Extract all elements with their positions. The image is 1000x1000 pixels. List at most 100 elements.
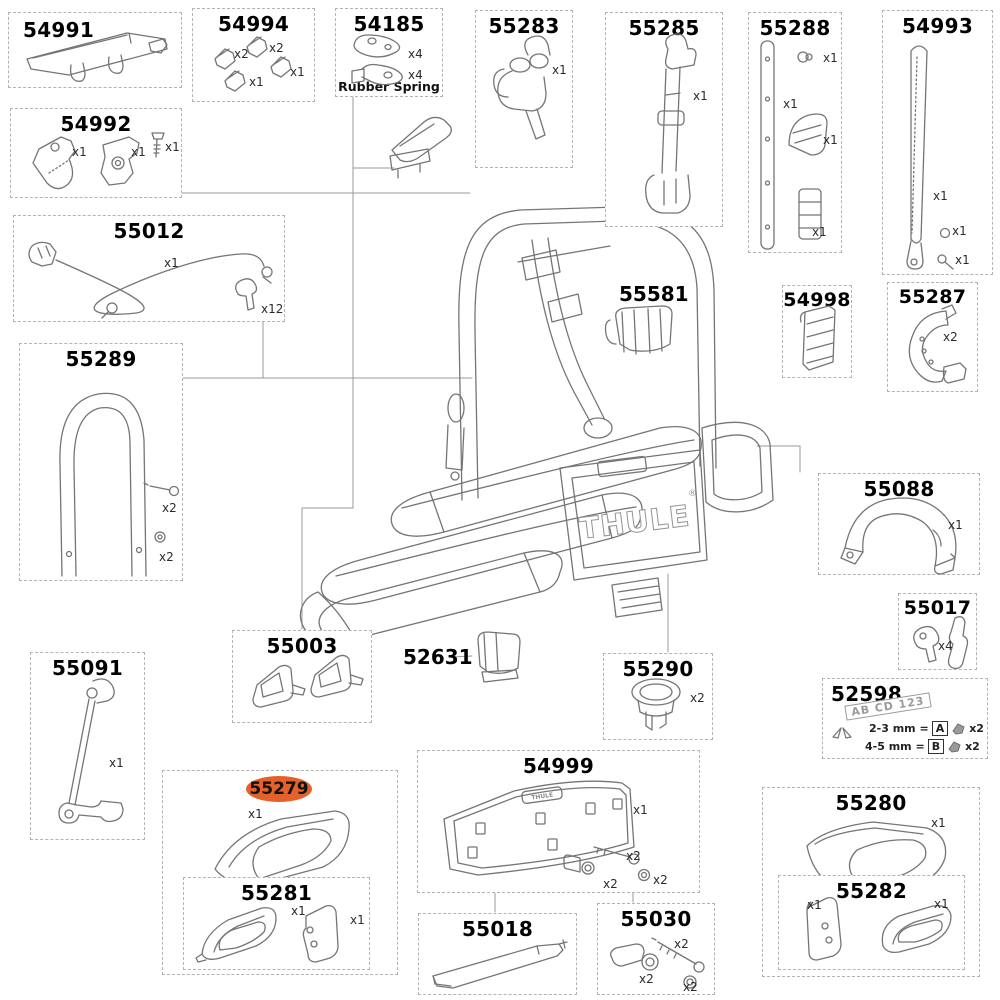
part-box-55012: 55012 x1 x12 <box>13 215 285 322</box>
part-number-55289[interactable]: 55289 <box>65 347 137 371</box>
wedge-icon <box>948 741 961 753</box>
qty-label: x1 <box>807 898 822 912</box>
qty-label: x2 <box>626 849 641 863</box>
part-box-55088: 55088 x1 <box>818 473 980 575</box>
part-drawing-54999: THULE <box>443 780 651 882</box>
part-drawing-55018 <box>432 939 568 989</box>
part-number-55285[interactable]: 55285 <box>628 16 700 40</box>
part-number-54998[interactable]: 54998 <box>783 289 851 311</box>
part-drawing-54998 <box>799 305 836 371</box>
part-box-54991: 54991 <box>8 12 182 88</box>
qty-label: x1 <box>934 897 949 911</box>
part-drawing-55088 <box>840 497 957 575</box>
part-drawing-55030 <box>610 937 705 989</box>
part-number-54185[interactable]: 54185 <box>353 12 425 36</box>
part-box-54994: 54994 x2 x2 x1 x1 <box>192 8 315 102</box>
part-drawing-55017 <box>913 616 969 670</box>
part-drawing-54994 <box>214 36 292 92</box>
part-number-55581[interactable]: 55581 <box>619 282 689 306</box>
part-number-55283[interactable]: 55283 <box>488 14 560 38</box>
qty-label: x1 <box>955 253 970 267</box>
part-number-55088[interactable]: 55088 <box>863 477 935 501</box>
qty-label: x1 <box>952 224 967 238</box>
part-number-54993[interactable]: 54993 <box>901 14 974 38</box>
qty-label: x4 <box>408 68 423 82</box>
letter-a-box: A <box>931 721 949 736</box>
part-box-55290: 55290 x2 <box>603 653 713 740</box>
qty-label: x1 <box>693 89 708 103</box>
qty-label: x1 <box>933 189 948 203</box>
qty-label: x2 <box>162 501 177 515</box>
qty-label: x1 <box>948 518 963 532</box>
part-number-52631[interactable]: 52631 <box>403 645 473 669</box>
selected-part-highlight[interactable]: 55279 <box>246 776 312 802</box>
part-box-55030: 55030 x2 x2 x2 <box>597 903 715 995</box>
thickness-b-label: 4-5 mm = <box>865 740 925 753</box>
part-drawing-54991 <box>26 32 168 82</box>
part-number-54994[interactable]: 54994 <box>217 12 290 36</box>
part-box-54999: 54999 THULE x1 x2 x2 x2 <box>417 750 700 893</box>
qty-label: x2 <box>690 691 705 705</box>
part-drawing-55091 <box>58 678 124 824</box>
part-number-55030[interactable]: 55030 <box>620 907 692 931</box>
part-number-54999[interactable]: 54999 <box>522 754 595 778</box>
qty-label: x1 <box>633 803 648 817</box>
letter-b-box: B <box>927 739 945 754</box>
part-drawing-55281 <box>195 904 339 963</box>
qty-label: x1 <box>164 256 179 270</box>
qty-label: x1 <box>165 140 180 154</box>
part-box-55282: 55282 x1 x1 <box>778 875 965 970</box>
part-box-52598: 52598 AB CD 123 2-3 mm = A x2 4-5 mm = B… <box>822 678 988 759</box>
part-number-55280[interactable]: 55280 <box>835 791 907 815</box>
qty-label: x2 <box>674 937 689 951</box>
part-box-55091: 55091 x1 <box>30 652 145 840</box>
part-number-55017[interactable]: 55017 <box>903 597 972 619</box>
part-drawing-55283 <box>493 35 551 140</box>
part-box-54998: 54998 <box>782 285 852 378</box>
part-number-55012[interactable]: 55012 <box>113 219 185 243</box>
latch-part-drawing <box>389 116 452 179</box>
thickness-row-a: 2-3 mm = A x2 <box>869 721 984 736</box>
part-drawing-55003 <box>252 654 364 708</box>
qty-label: x2 <box>639 972 654 986</box>
qty-label: x1 <box>783 97 798 111</box>
part-box-55288: 55288 x1 x1 x1 x1 <box>748 12 842 253</box>
part-drawing-55289 <box>59 392 180 577</box>
part-number-55290[interactable]: 55290 <box>622 657 694 681</box>
part-drawing-55012 <box>28 241 273 319</box>
part-number-55288[interactable]: 55288 <box>759 16 831 40</box>
thule-plate-watermark: THULE <box>578 498 692 545</box>
qty-label: x1 <box>248 807 263 821</box>
part-box-55018: 55018 <box>418 913 577 995</box>
qty-label: x12 <box>261 302 284 316</box>
qty-label: x1 <box>823 133 838 147</box>
qty-label: x1 <box>131 145 146 159</box>
part-box-55289: 55289 x2 x2 <box>19 343 183 581</box>
part-number-55287[interactable]: 55287 <box>898 286 967 308</box>
part-number-54991[interactable]: 54991 <box>23 18 95 42</box>
part-number-55018[interactable]: 55018 <box>461 917 534 941</box>
thickness-a-label: 2-3 mm = <box>869 722 929 735</box>
part-drawing-55581 <box>604 305 673 355</box>
qty-label: x1 <box>931 816 946 830</box>
qty-label: x1 <box>109 756 124 770</box>
part-drawing-55285 <box>645 33 697 214</box>
part-box-55003: 55003 <box>232 630 372 723</box>
part-number-55281[interactable]: 55281 <box>240 881 313 905</box>
part-box-55017: 55017 x4 <box>898 593 977 670</box>
part-drawing-54992 <box>32 132 165 190</box>
thickness-arrows-icon <box>832 727 852 739</box>
qty-label: x2 <box>965 740 980 753</box>
part-number-54992[interactable]: 54992 <box>60 112 132 136</box>
part-number-55282[interactable]: 55282 <box>835 879 908 903</box>
wedge-icon <box>952 723 965 735</box>
part-number-55279[interactable]: 55279 <box>249 779 309 799</box>
qty-label: x2 <box>159 550 174 564</box>
qty-label: x2 <box>234 47 249 61</box>
part-box-54992: 54992 x1 x1 x1 <box>10 108 182 198</box>
part-box-55283: 55283 x1 <box>475 10 573 168</box>
part-box-54185: 54185 x4 x4 Rubber Spring <box>335 8 443 97</box>
qty-label: x1 <box>72 145 87 159</box>
part-number-55091[interactable]: 55091 <box>51 656 124 680</box>
